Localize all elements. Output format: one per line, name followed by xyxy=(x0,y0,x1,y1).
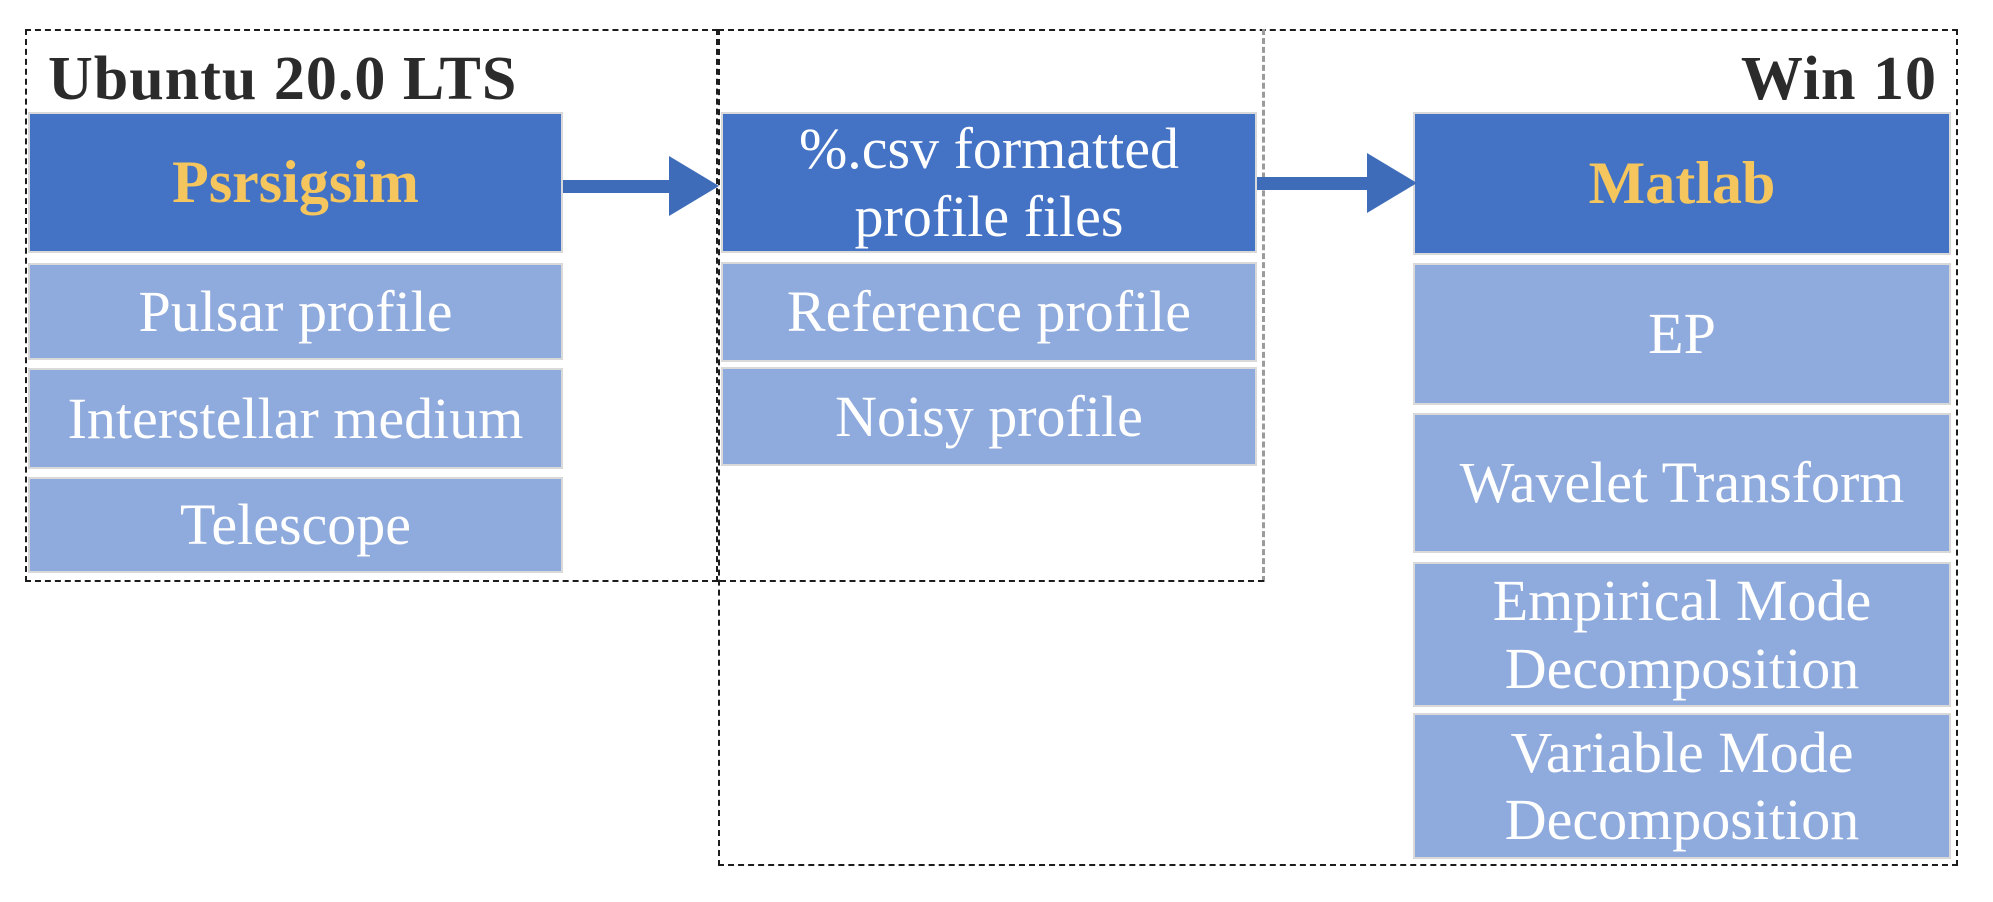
psrsigsim-row-pulsar-profile: Pulsar profile xyxy=(28,263,563,360)
matlab-row-variable-mode-decomposition: Variable Mode Decomposition xyxy=(1413,713,1951,859)
ubuntu-environment-title: Ubuntu 20.0 LTS xyxy=(48,45,518,113)
arrow-head-icon xyxy=(669,156,719,216)
csv-row-reference-profile: Reference profile xyxy=(721,262,1257,362)
ubuntu-environment-box xyxy=(25,29,718,582)
csv-files-header-box: %.csv formatted profile files xyxy=(721,112,1257,253)
windows-environment-title: Win 10 xyxy=(1740,45,1937,113)
psrsigsim-row-telescope: Telescope xyxy=(28,477,563,573)
csv-row-noisy-profile: Noisy profile xyxy=(721,367,1257,466)
arrow-shaft xyxy=(1257,177,1367,190)
matlab-header-box: Matlab xyxy=(1413,112,1951,255)
windows-environment-box xyxy=(718,29,1958,866)
psrsigsim-row-interstellar-medium: Interstellar medium xyxy=(28,368,563,469)
matlab-row-ep: EP xyxy=(1413,263,1951,405)
csv-region-right-divider xyxy=(1262,29,1265,582)
matlab-row-wavelet-transform: Wavelet Transform xyxy=(1413,413,1951,553)
matlab-row-empirical-mode-decomposition: Empirical Mode Decomposition xyxy=(1413,562,1951,707)
arrow-head-icon xyxy=(1367,153,1417,213)
arrow-shaft xyxy=(563,180,669,193)
psrsigsim-header-box: Psrsigsim xyxy=(28,112,563,253)
csv-region-bottom-divider xyxy=(720,580,1264,582)
